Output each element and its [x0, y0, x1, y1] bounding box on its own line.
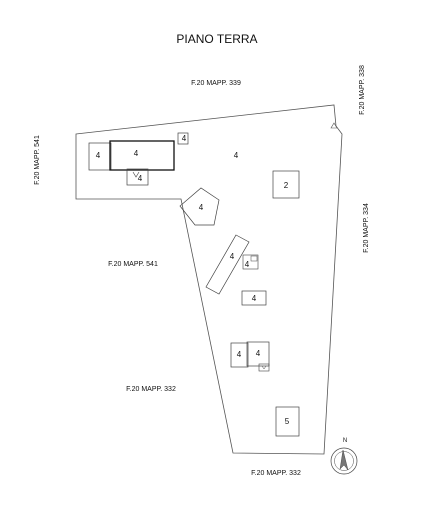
small-annex	[242, 254, 259, 270]
diagonal-building	[205, 234, 250, 295]
corner-marker	[330, 122, 338, 129]
area-label: 4	[96, 151, 101, 160]
area-label: 4	[245, 260, 250, 269]
area-label: 4	[252, 294, 257, 303]
main-building	[109, 140, 175, 171]
neighbor-label-left: F.20 MAPP. 541	[34, 135, 41, 185]
neighbor-label-inner-left: F.20 MAPP. 541	[108, 261, 158, 268]
area-label: 4	[237, 350, 242, 359]
lower-block-left	[230, 342, 249, 368]
area-label: 4	[234, 151, 239, 160]
room-block	[88, 142, 112, 171]
lower-block-step	[258, 363, 270, 372]
area-label: 4	[230, 252, 235, 261]
lower-block-right	[246, 341, 270, 367]
neighbor-label-bottom-left: F.20 MAPP. 332	[126, 386, 176, 393]
neighbor-label-top: F.20 MAPP. 339	[191, 80, 241, 87]
area-label: 4	[182, 134, 187, 143]
neighbor-label-top-right: F.20 MAPP. 338	[359, 65, 366, 115]
block-5	[275, 406, 300, 437]
area-label: 5	[285, 417, 290, 426]
area-label: 2	[284, 181, 289, 190]
lot-boundary	[75, 104, 343, 455]
annex-block	[126, 168, 149, 186]
pentagon-building	[179, 187, 220, 226]
small-block	[177, 132, 189, 145]
area-label: 4	[138, 174, 143, 183]
plan-title: PIANO TERRA	[176, 32, 257, 46]
north-arrow-icon	[330, 447, 358, 475]
lower-marker	[261, 365, 267, 370]
neighbor-label-right: F.20 MAPP. 334	[363, 203, 370, 253]
middle-block	[241, 290, 267, 306]
small-annex-inner	[250, 255, 258, 262]
neighbor-label-bottom: F.20 MAPP. 332	[251, 470, 301, 477]
area-label: 4	[134, 149, 139, 158]
area-label: 4	[256, 349, 261, 358]
area-label: 4	[199, 203, 204, 212]
north-label: N	[343, 438, 347, 444]
block-2	[272, 170, 300, 199]
annex-marker	[132, 171, 140, 178]
